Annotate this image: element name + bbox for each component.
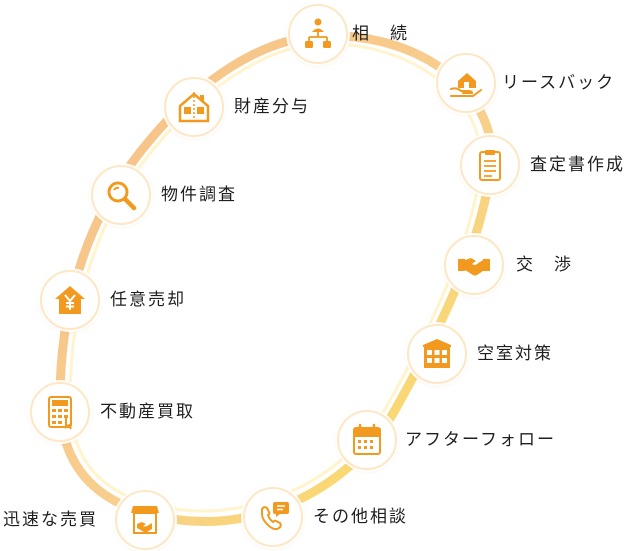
node-label: リースバック bbox=[502, 73, 616, 93]
calculator-icon bbox=[48, 396, 72, 430]
handshake-icon bbox=[458, 258, 490, 276]
node-circle bbox=[164, 77, 224, 137]
shop-handshake-icon bbox=[131, 506, 159, 534]
node-circle bbox=[91, 165, 151, 225]
node-label: 財産分与 bbox=[234, 97, 310, 117]
node-circle bbox=[407, 324, 467, 384]
node-label: 不動産買取 bbox=[100, 402, 195, 422]
node-label: 空室対策 bbox=[477, 344, 553, 364]
magnifier-icon bbox=[107, 181, 137, 211]
node-circle bbox=[288, 4, 348, 64]
node-circle bbox=[444, 235, 504, 295]
node-label: 任意売却 bbox=[110, 290, 186, 310]
node-circle bbox=[30, 382, 90, 442]
node-circle bbox=[460, 135, 520, 195]
family-tree-icon bbox=[305, 18, 331, 48]
node-label: 物件調査 bbox=[161, 185, 237, 205]
node-circle bbox=[40, 270, 100, 330]
node-circle bbox=[115, 490, 175, 550]
node-label: 査定書作成 bbox=[530, 155, 625, 175]
house-in-hand-icon bbox=[450, 73, 482, 97]
calendar-icon bbox=[353, 423, 381, 455]
building-icon bbox=[423, 339, 451, 368]
node-label: 相 続 bbox=[352, 24, 409, 44]
clipboard-icon bbox=[479, 150, 501, 181]
node-circle bbox=[436, 53, 496, 113]
phone-chat-icon bbox=[261, 502, 289, 531]
node-label: その他相談 bbox=[313, 507, 408, 527]
node-circle bbox=[337, 410, 397, 470]
split-house-icon bbox=[178, 92, 210, 124]
node-circle bbox=[243, 487, 303, 547]
node-label: 交 渉 bbox=[516, 255, 573, 275]
node-label: アフターフォロー bbox=[405, 430, 556, 450]
yen-house-icon bbox=[55, 286, 85, 314]
node-label: 迅速な売買 bbox=[3, 510, 98, 530]
